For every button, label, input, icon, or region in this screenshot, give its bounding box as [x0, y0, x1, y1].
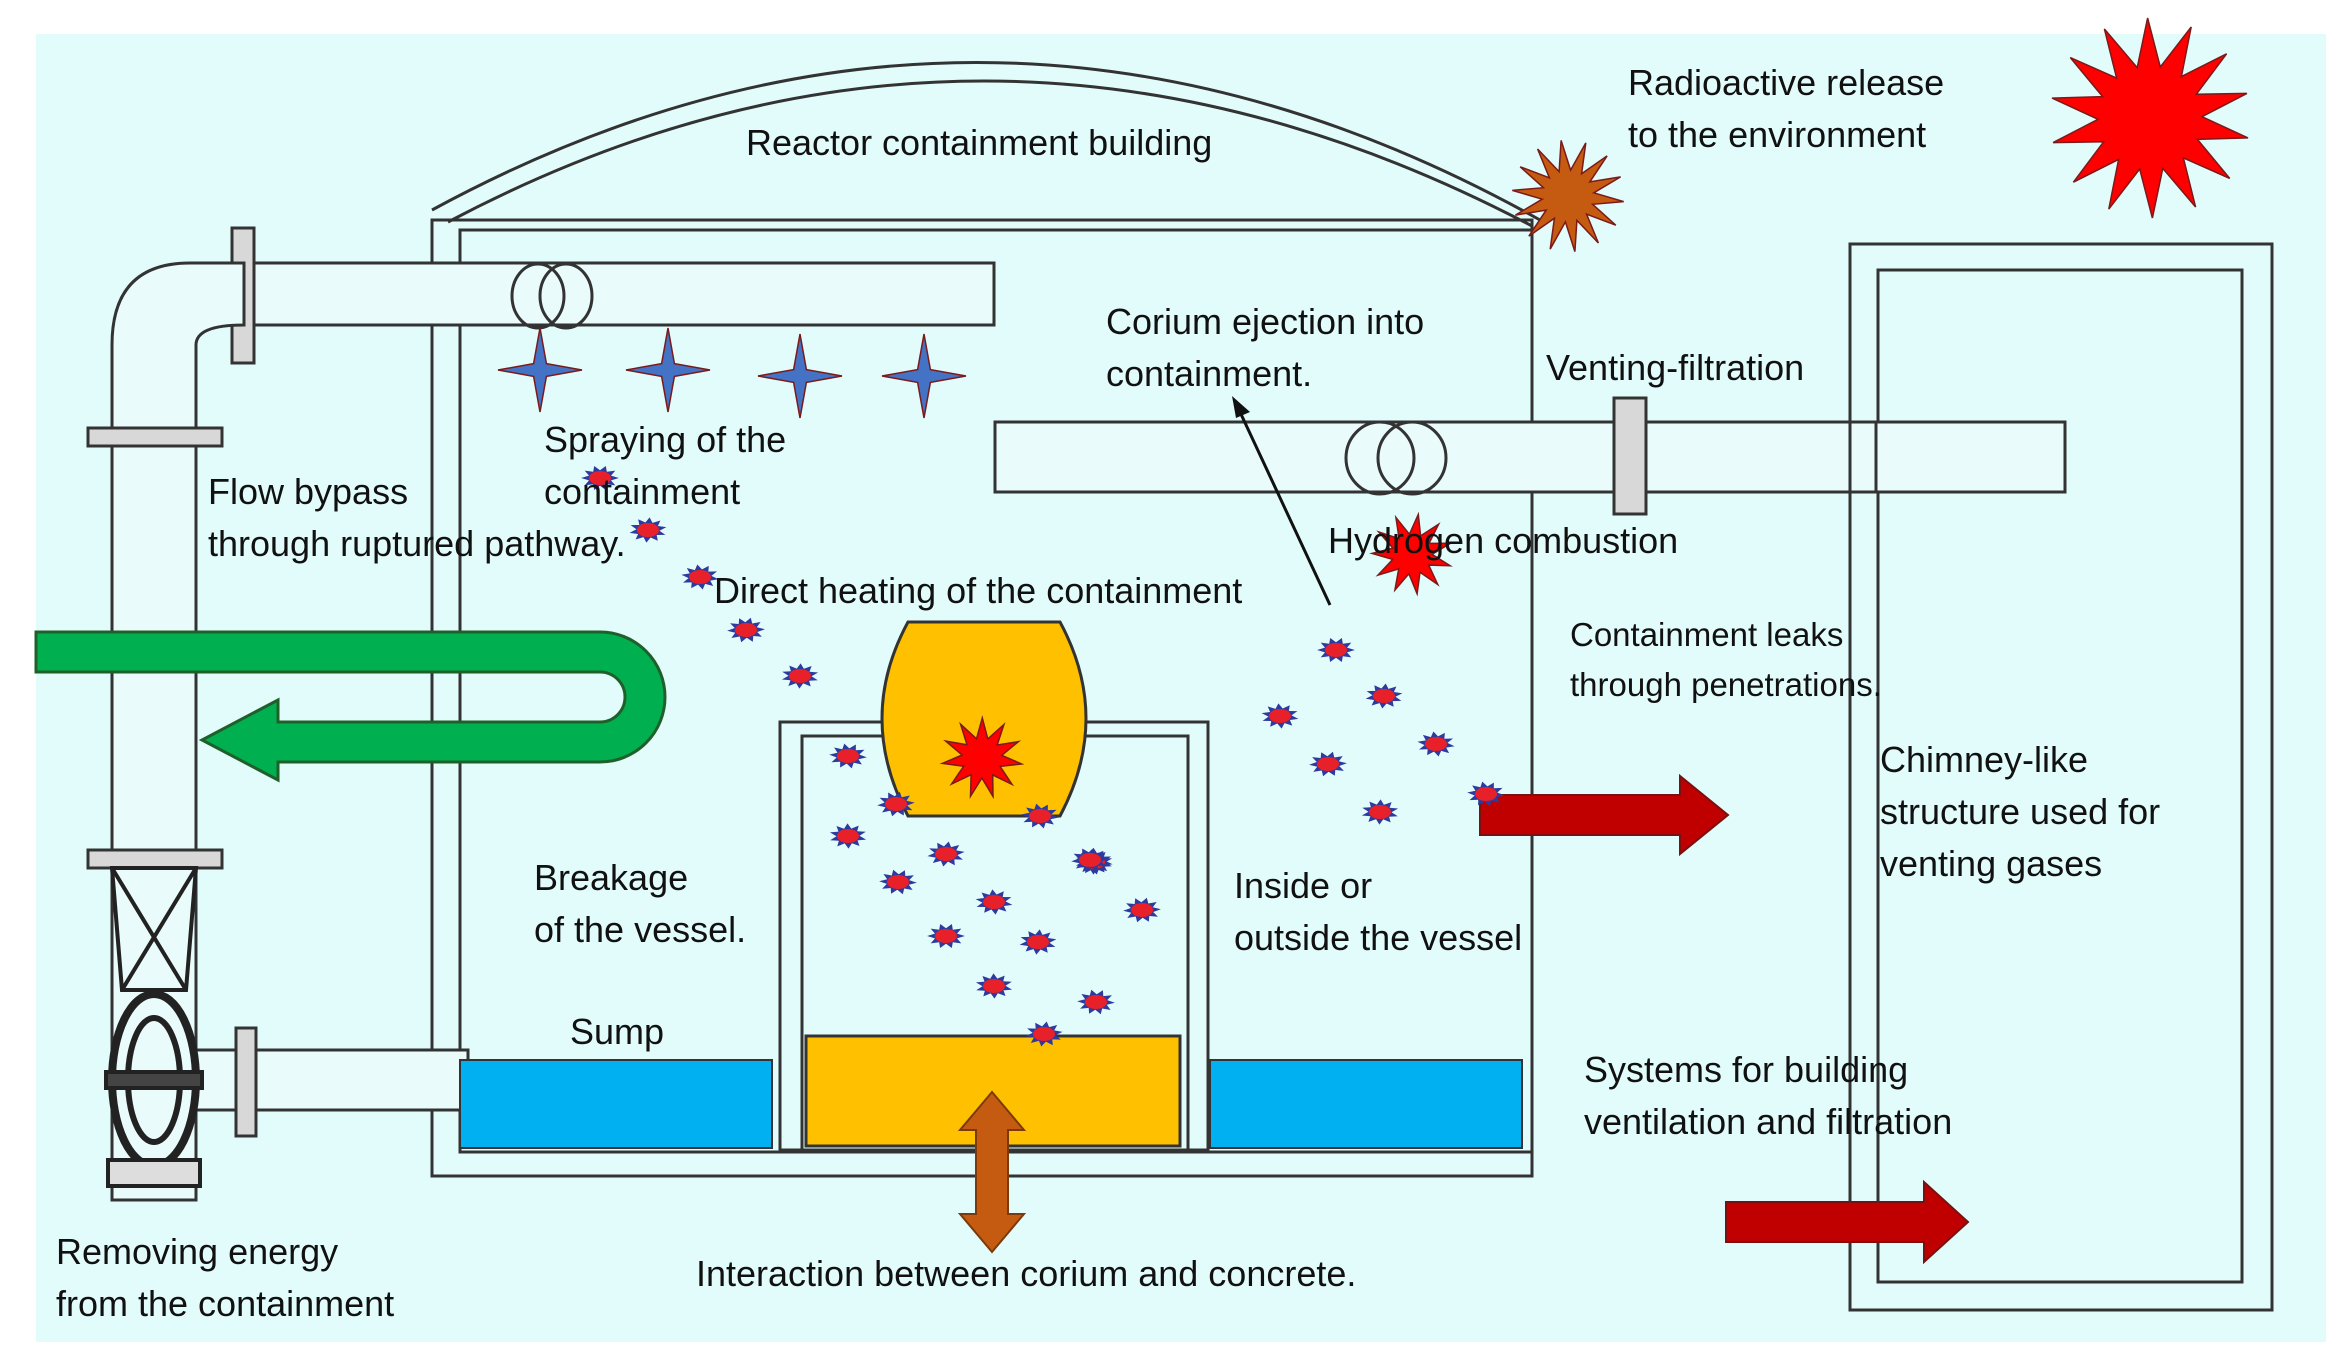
corium-droplet-icon [629, 517, 667, 543]
red-arrow-leaks [1479, 773, 1730, 857]
corium-droplet-icon [975, 889, 1013, 915]
corium-droplet-icon [1021, 803, 1059, 829]
label-ventilation-systems: Systems for building ventilation and fil… [1584, 1049, 1952, 1142]
valve-loop-icon [1344, 420, 1448, 496]
label-interaction: Interaction between corium and concrete. [696, 1253, 1356, 1294]
pump-icon [104, 866, 204, 1188]
green-bypass-arrow [34, 630, 667, 783]
label-containment-leaks: Containment leaks through penetrations. [1570, 616, 1882, 703]
label-hydrogen-combustion: Hydrogen combustion [1328, 520, 1678, 561]
label-chimney: Chimney-like structure used for venting … [1880, 739, 2170, 884]
corium-droplet-icon [1365, 683, 1403, 709]
corium-droplet-icon [1361, 799, 1399, 825]
label-sump: Sump [570, 1011, 664, 1052]
label-inside-outside: Inside or outside the vessel [1234, 865, 1522, 958]
corium-droplet-icon [877, 791, 915, 817]
corium-droplet-icon [1071, 847, 1109, 873]
corium-droplet-icon [1309, 751, 1347, 777]
explosion-burst-icon [1369, 511, 1454, 597]
effects-layer [497, 17, 2249, 1047]
sump-water-left [459, 1059, 773, 1149]
red-arrow-ventilation [1725, 1179, 1970, 1265]
corium-droplet-icon [1467, 781, 1505, 807]
venting-filter-icon [1612, 396, 1648, 516]
brown-double-arrow [957, 1090, 1027, 1254]
reactor-cavity [459, 620, 1523, 1152]
chimney-structure [1848, 242, 2274, 1312]
containment-dome-inner [447, 79, 1533, 228]
label-corium-ejection: Corium ejection into containment. [1106, 301, 1434, 394]
corium-droplet-icon [829, 823, 867, 849]
corium-droplet-icon [927, 924, 965, 948]
explosion-burst-icon [2051, 17, 2249, 219]
label-removing-energy: Removing energy from the containment [56, 1231, 394, 1324]
chimney-outer [1848, 242, 2274, 1312]
label-spraying: Spraying of the containment [544, 419, 796, 512]
corium-droplet-icon [1317, 638, 1355, 662]
label-direct-heating: Direct heating of the containment [714, 570, 1242, 611]
labels: Reactor containment building Radioactive… [56, 62, 2170, 1324]
pipe-elbow [110, 261, 246, 1202]
ejection-pointer-arrow [1232, 396, 1332, 606]
corium-droplet-icon [1417, 731, 1455, 757]
four-point-star-icon [497, 327, 583, 413]
spray-pipe-body [242, 261, 996, 327]
explosion-burst-icon [1512, 140, 1624, 252]
four-point-star-icon [881, 333, 967, 419]
valve-loop-icon [510, 262, 594, 330]
corium-droplet-icon [1123, 897, 1161, 923]
chimney-inner [1876, 268, 2244, 1284]
pipe-flange-icon [86, 848, 224, 870]
venting-pipe-body [993, 420, 2067, 494]
left-cooling-pipe [86, 261, 470, 1202]
explosion-burst-icon [939, 715, 1025, 800]
label-flow-bypass: Flow bypass through ruptured pathway. [208, 471, 626, 564]
corium-droplet-icon [975, 973, 1013, 999]
pipe-flange-icon [86, 426, 224, 448]
corium-droplet-icon [581, 466, 619, 490]
pipe-flange-icon [234, 1026, 258, 1138]
corium-droplet-icon [1077, 989, 1115, 1015]
corium-droplet-icon [1019, 929, 1057, 955]
sump-water-right [1209, 1059, 1523, 1149]
corium-droplet-icon [1261, 703, 1299, 729]
label-venting-filtration: Venting-filtration [1546, 347, 1804, 388]
corium-droplet-icon [927, 841, 965, 867]
corium-droplet-icon [879, 869, 917, 895]
venting-pipe [993, 396, 2067, 516]
four-point-star-icon [757, 333, 843, 419]
label-breakage: Breakage of the vessel. [534, 857, 746, 950]
containment-dome-outer [431, 60, 1541, 222]
corium-droplet-icon [727, 617, 765, 643]
label-radioactive-release: Radioactive release to the environment [1628, 62, 1954, 155]
label-reactor-building: Reactor containment building [746, 122, 1212, 163]
four-point-star-icon [625, 327, 711, 413]
corium-droplet-icon [681, 564, 719, 590]
corium-droplet-icon [1025, 1021, 1063, 1047]
corium-droplet-icon [781, 663, 819, 689]
reactor-vessel [880, 620, 1088, 818]
corium-droplet-icon [829, 743, 867, 769]
